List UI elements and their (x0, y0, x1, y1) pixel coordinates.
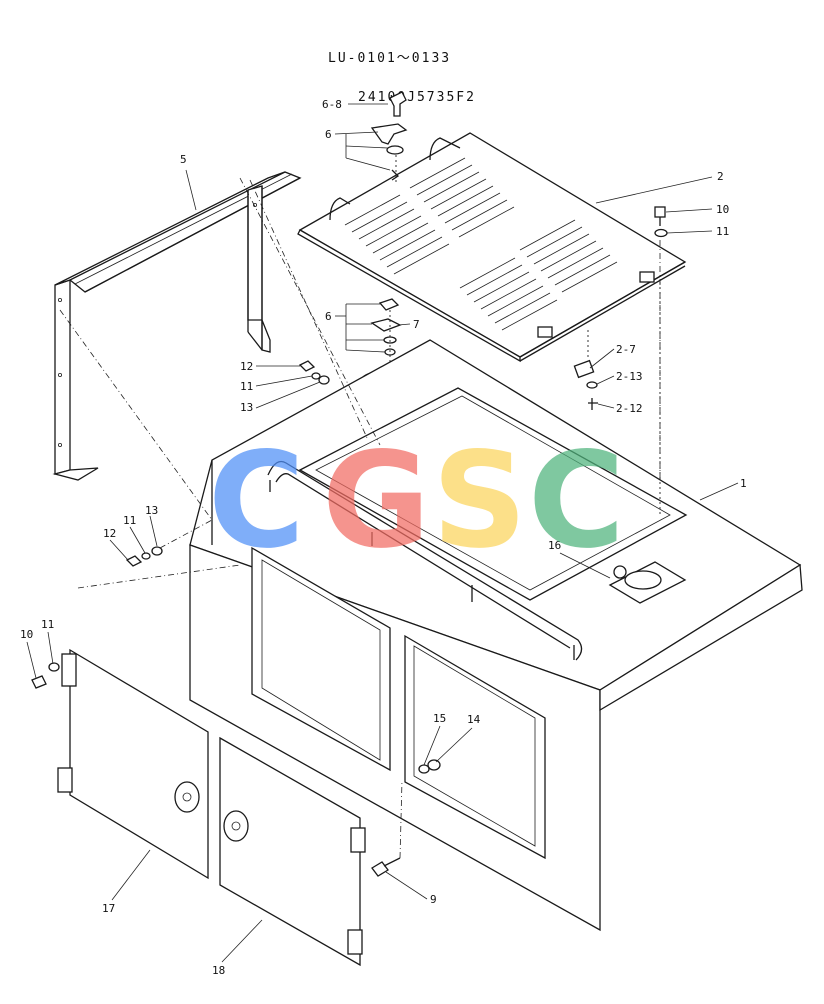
key-icon (389, 91, 407, 117)
cover-handle-right (429, 137, 461, 161)
callout-c-2-13: 2-13 (616, 370, 643, 383)
callout-c-1: 1 (740, 477, 747, 490)
vent-slots (344, 157, 618, 331)
callout-c-2-7: 2-7 (616, 343, 636, 356)
callout-c-16: 16 (548, 539, 561, 552)
callout-c-12a: 12 (240, 360, 253, 373)
callout-c-7: 7 (413, 318, 420, 331)
callout-c-2-12: 2-12 (616, 402, 643, 415)
callout-c-14: 14 (467, 713, 481, 726)
bolt-12-11-13-mid (298, 360, 330, 385)
callout-c-9: 9 (430, 893, 437, 906)
callout-c-6b: 6 (325, 310, 332, 323)
bolt-10-11-top (654, 206, 668, 520)
watermark-letter-3: S (432, 424, 527, 578)
cover-hinge-rear (639, 271, 655, 283)
part-2-top-cover (297, 132, 687, 363)
callout-c-10b: 10 (20, 628, 33, 641)
callout-c-6-8: 6-8 (322, 98, 342, 111)
leader-lines (26, 103, 739, 963)
part-2-7-hinge-set (573, 359, 598, 410)
cover-hinge-front (537, 326, 553, 338)
callout-c-6a: 6 (325, 128, 332, 141)
callout-c-11b: 11 (240, 380, 253, 393)
part-6-latch-top (370, 91, 408, 185)
callout-c-13a: 13 (240, 401, 253, 414)
callout-c-18: 18 (212, 964, 225, 977)
watermark-letter-4: C (528, 424, 625, 578)
part-1-main-housing (189, 339, 803, 932)
watermark-letter-2: G (322, 424, 430, 578)
callout-c-5: 5 (180, 153, 187, 166)
callout-c-11c: 11 (123, 514, 136, 527)
callout-c-12b: 12 (103, 527, 116, 540)
assembly-guide-lines (59, 177, 661, 589)
callout-c-13b: 13 (145, 504, 158, 517)
bolt-12-11-13-left (125, 519, 213, 567)
callout-c-11d: 11 (41, 618, 54, 631)
fasteners-15-14 (418, 759, 441, 774)
callout-c-2: 2 (717, 170, 724, 183)
callout-c-17: 17 (102, 902, 115, 915)
part-5-support-bracket (52, 171, 302, 481)
callout-labels: 6-8 6 2 5 10 11 6 7 2-7 2-13 2-12 12 11 13 1 13 11 12 16 10… (20, 98, 747, 977)
part-9-pin (371, 779, 403, 877)
part-17-left-door (31, 648, 209, 880)
watermark-letter-1: C (208, 424, 305, 578)
drawing-number: 24100J5735F2 (358, 90, 476, 105)
part-18-right-door (219, 736, 366, 967)
callout-c-15: 15 (433, 712, 446, 725)
callout-c-11a: 11 (716, 225, 729, 238)
cover-handle-left (329, 197, 351, 221)
callout-c-10a: 10 (716, 203, 729, 216)
model-range-header: LU-0101～0133 (328, 51, 451, 66)
part-6-latch-middle (370, 298, 402, 368)
